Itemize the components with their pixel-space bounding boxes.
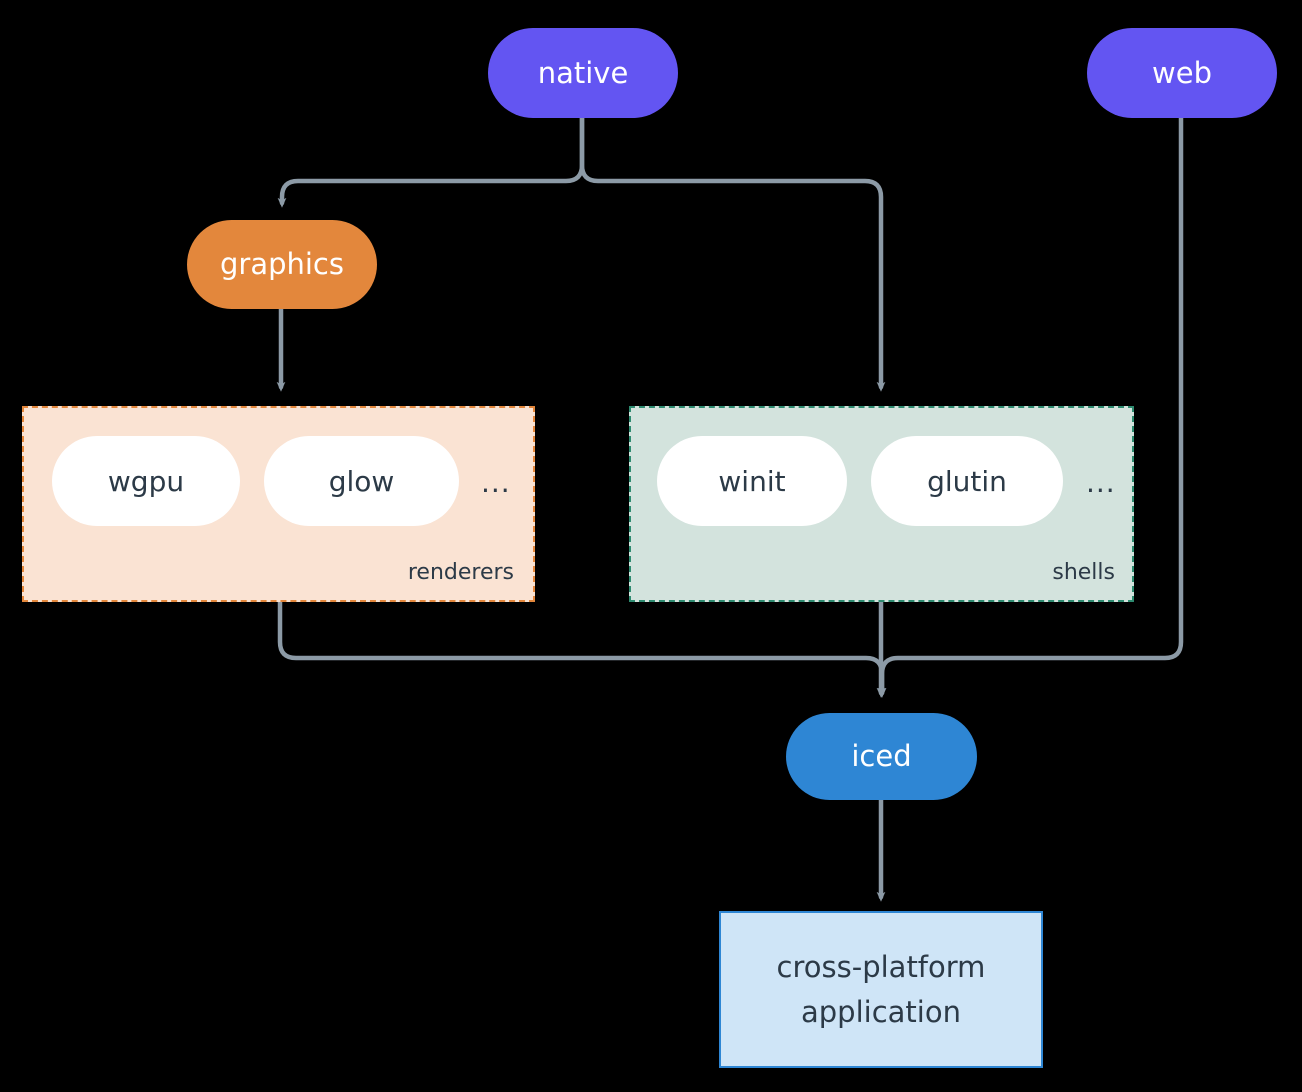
group-renderers: wgpu glow ... renderers	[22, 406, 535, 602]
leaf-pill-wgpu-label: wgpu	[107, 464, 185, 498]
node-native[interactable]: native	[488, 28, 678, 118]
group-shells-label: shells	[1052, 560, 1115, 585]
leaf-pill-glow[interactable]: glow	[264, 436, 459, 526]
shells-more-ellipsis: ...	[1086, 466, 1116, 499]
group-renderers-label: renderers	[407, 560, 514, 585]
node-web[interactable]: web	[1087, 28, 1277, 118]
renderers-more-ellipsis: ...	[481, 466, 511, 499]
leaf-pill-glutin-label: glutin	[927, 464, 1007, 498]
node-graphics[interactable]: graphics	[187, 220, 377, 309]
node-iced[interactable]: iced	[786, 713, 977, 800]
group-shells: winit glutin ... shells	[629, 406, 1134, 602]
node-graphics-label: graphics	[219, 247, 344, 282]
leaf-pill-glow-label: glow	[328, 464, 395, 498]
node-application-line1: cross-platform	[776, 949, 986, 984]
edge-native-to-shells	[579, 115, 886, 392]
node-native-label: native	[537, 55, 629, 90]
edge-renderers-to-iced	[277, 599, 887, 698]
node-application[interactable]: cross-platform application	[719, 911, 1043, 1068]
node-application-line2: application	[801, 994, 961, 1029]
leaf-pill-wgpu[interactable]: wgpu	[52, 436, 240, 526]
leaf-pill-winit[interactable]: winit	[657, 436, 847, 526]
leaf-pill-winit-label: winit	[718, 464, 786, 498]
edge-native-to-graphics	[277, 115, 585, 208]
node-iced-label: iced	[851, 739, 912, 774]
node-web-label: web	[1152, 55, 1212, 90]
leaf-pill-glutin[interactable]: glutin	[871, 436, 1063, 526]
